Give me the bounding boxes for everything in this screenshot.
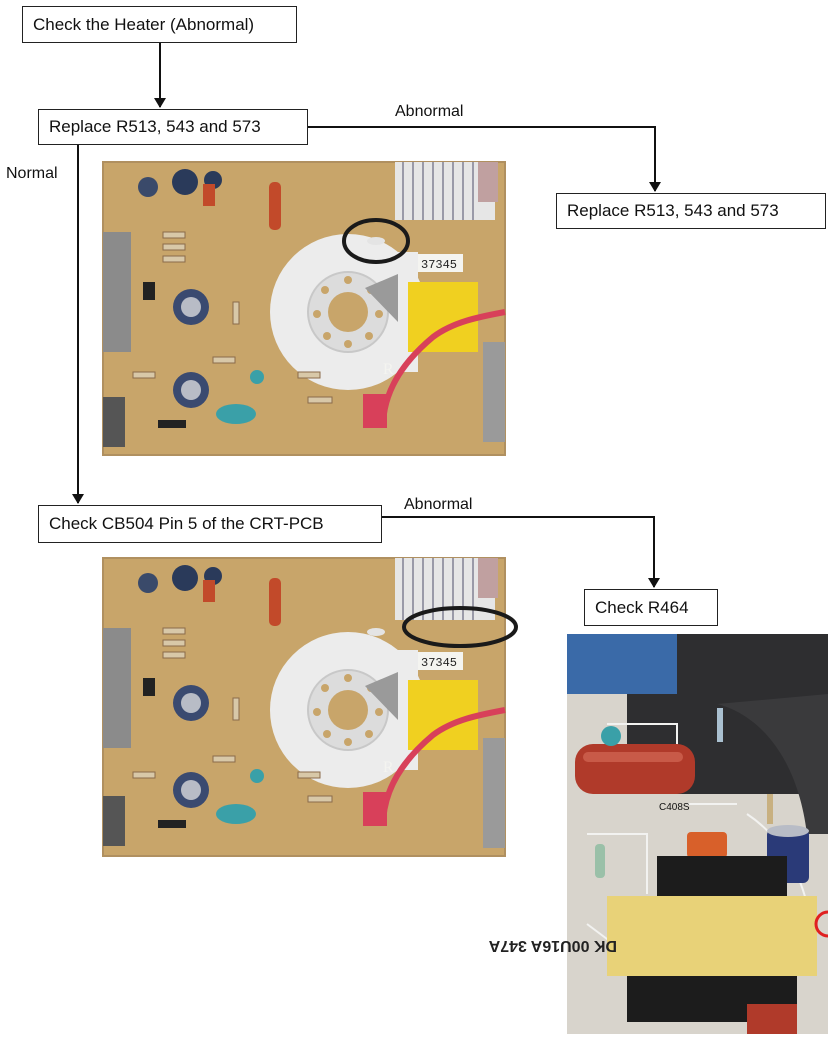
check-heater-box: Check the Heater (Abnormal)	[22, 6, 297, 43]
arrow-abnormal-to-r464	[382, 516, 660, 588]
check-heater-label: Check the Heater (Abnormal)	[33, 14, 255, 34]
sticker-text-2: 37345	[421, 656, 457, 670]
abnormal-label-2: Abnormal	[404, 496, 473, 513]
pcb-board-2-image: 37345 R	[102, 557, 518, 857]
check-cb504-label: Check CB504 Pin 5 of the CRT-PCB	[49, 514, 324, 533]
normal-label: Normal	[6, 165, 58, 182]
check-r464-box: Check R464	[584, 589, 718, 626]
replace-resistors-label-left: Replace R513, 543 and 573	[49, 117, 261, 136]
pcb-photo-top: 37345 R	[102, 161, 506, 456]
sticker-text-1: 37345	[421, 258, 457, 272]
closeup-photo: C408S DK 00U16A 347A	[488, 634, 828, 1034]
arrow-abnormal-to-replace-right	[308, 126, 661, 192]
board-letter-1: R	[383, 361, 394, 378]
highlight-ellipse-2	[402, 606, 518, 648]
replace-resistors-box-right: Replace R513, 543 and 573	[556, 193, 826, 229]
pcb-photo-bottom: 37345 R	[102, 557, 518, 857]
check-r464-label: Check R464	[595, 597, 689, 617]
highlight-circle-1	[342, 218, 410, 264]
abnormal-label-1: Abnormal	[395, 103, 464, 120]
board-letter-2: R	[383, 759, 394, 776]
closeup-image: C408S DK 00U16A 347A	[488, 634, 828, 1034]
transformer-text: DK 00U16A 347A	[488, 937, 617, 954]
replace-resistors-box-left: Replace R513, 543 and 573	[38, 109, 308, 145]
closeup-cap-label: C408S	[659, 802, 690, 813]
pcb-board-1-image: 37345 R	[102, 161, 506, 456]
check-cb504-box: Check CB504 Pin 5 of the CRT-PCB	[38, 505, 382, 543]
replace-resistors-label-right: Replace R513, 543 and 573	[567, 201, 779, 220]
